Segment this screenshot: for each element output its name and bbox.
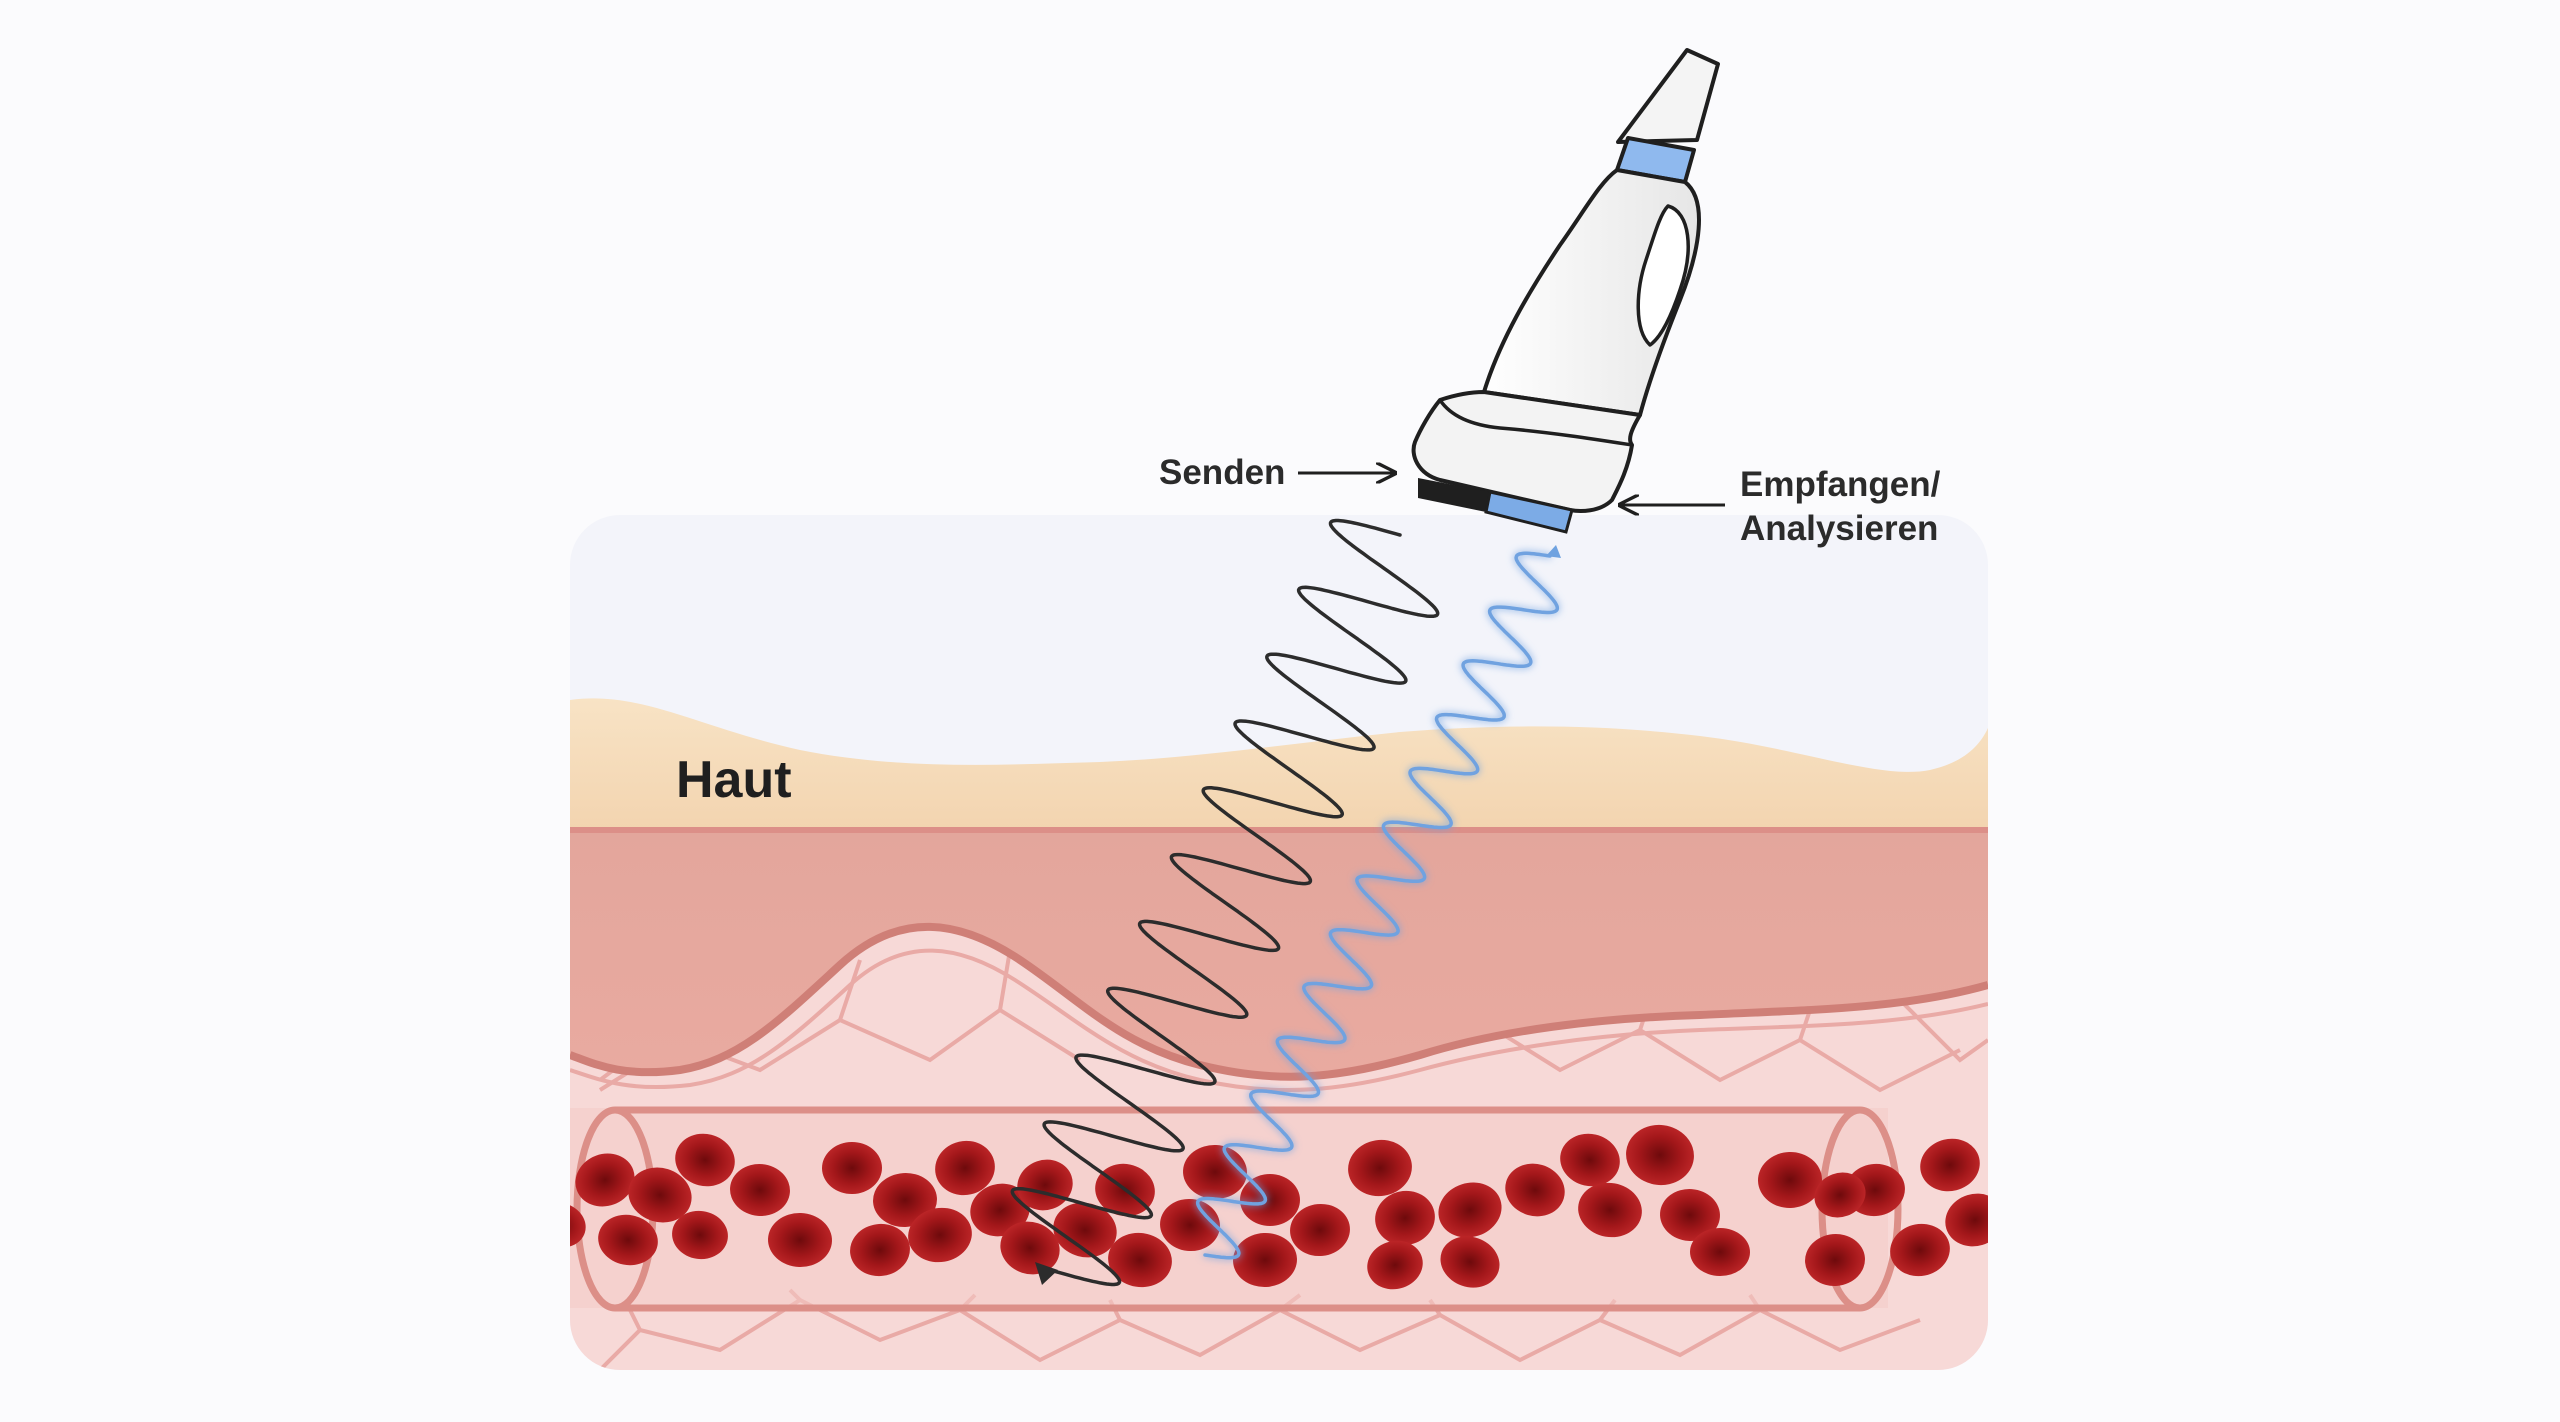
blood-cell [1805, 1233, 1865, 1287]
probe-receive-face [1484, 490, 1574, 534]
echo-wave [1195, 551, 1560, 1260]
transmit-wave-arrowhead [1035, 1262, 1058, 1285]
blood-cell [1233, 1232, 1297, 1288]
blood-cell [908, 1207, 972, 1263]
blood-cell [1375, 1190, 1435, 1246]
blood-cell [873, 1172, 937, 1228]
blood-cell [730, 1163, 790, 1217]
blood-cell [1290, 1203, 1350, 1257]
blood-cell [1348, 1139, 1412, 1197]
blood-cell [672, 1210, 728, 1260]
dermis-shadow-line [570, 948, 1988, 1093]
blood-cells [570, 1124, 1988, 1290]
blood-cell [1160, 1198, 1220, 1252]
blood-cell [1920, 1138, 1980, 1192]
blood-cell [935, 1140, 995, 1196]
label-send: Senden [1159, 453, 1285, 492]
label-receive-line1: Empfangen/ [1740, 465, 1941, 504]
probe-cable [1616, 48, 1720, 144]
dermis-lower-boundary [570, 922, 1988, 1081]
blood-cell [598, 1214, 658, 1266]
skin-layer [570, 698, 1988, 840]
blood-cell [1560, 1133, 1620, 1187]
blood-cell [1440, 1236, 1500, 1288]
blood-cell [575, 1153, 635, 1207]
blood-cell [1438, 1182, 1502, 1238]
blood-cell [1890, 1223, 1950, 1277]
label-skin: Haut [676, 751, 792, 809]
blood-cell [1367, 1240, 1423, 1290]
blood-cell [1578, 1182, 1642, 1238]
blood-cell [1814, 1172, 1866, 1218]
blood-cell [570, 1202, 586, 1248]
blood-cell [675, 1133, 735, 1187]
blood-cell [1690, 1227, 1750, 1277]
blood-cell [1945, 1193, 1988, 1247]
blood-cell [1000, 1221, 1060, 1275]
blood-cell [1660, 1188, 1720, 1242]
echo-wave-arrowhead [1546, 545, 1561, 558]
blood-cell [1053, 1202, 1117, 1258]
blood-cell [1758, 1151, 1822, 1209]
blood-cell [1505, 1163, 1565, 1217]
probe-transmit-face [1418, 478, 1490, 512]
blood-cell [822, 1141, 882, 1195]
blood-cell [1108, 1232, 1172, 1288]
blood-cell [850, 1223, 910, 1277]
probe-grip [1636, 204, 1690, 347]
blood-cell [768, 1212, 832, 1268]
label-receive-line2: Analysieren [1740, 509, 1938, 548]
probe-head-crease [1438, 398, 1633, 447]
tissue-block [570, 515, 1988, 1370]
blood-cell [1240, 1174, 1300, 1226]
blood-cell [1626, 1124, 1694, 1186]
transmitted-wave [1010, 518, 1440, 1287]
blood-cell [628, 1167, 692, 1223]
ultrasound-probe-icon [1411, 48, 1720, 534]
